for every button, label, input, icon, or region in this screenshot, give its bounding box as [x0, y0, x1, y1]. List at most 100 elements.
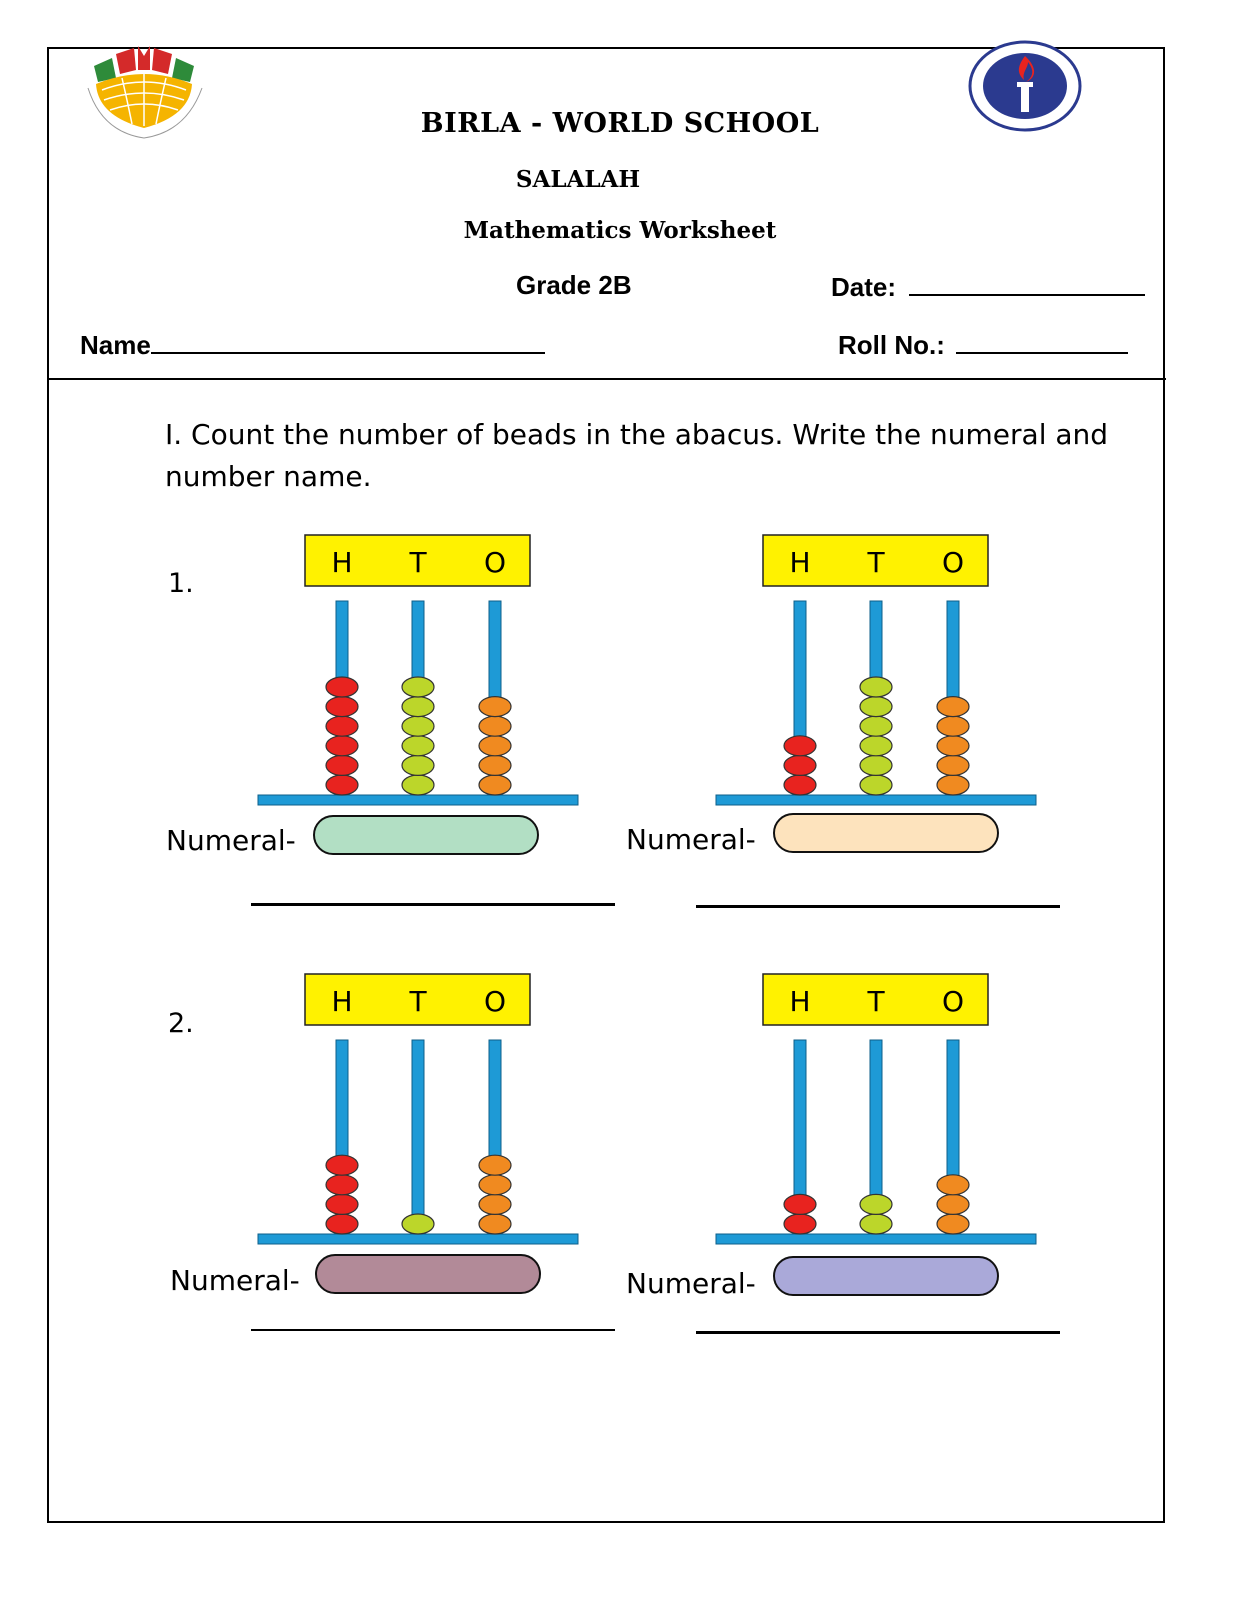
place-label-t-1: T — [408, 546, 427, 579]
tens-bead — [401, 774, 435, 796]
tens-bead — [401, 735, 435, 757]
tens-bead — [401, 1213, 435, 1235]
instruction-text: I. Count the number of beads in the abac… — [165, 418, 1109, 493]
numeral-answer-box-3[interactable] — [315, 1254, 541, 1294]
tens-bead — [859, 676, 893, 698]
number-name-line-3[interactable] — [251, 1329, 615, 1331]
ones-bead — [478, 715, 512, 737]
tens-bead — [859, 695, 893, 718]
ones-bead — [936, 715, 970, 737]
worksheet-title: Mathematics Worksheet — [463, 217, 777, 244]
school-city: SALALAH — [515, 166, 641, 193]
question-number-1: 1. — [168, 568, 194, 599]
hundreds-bead — [325, 774, 359, 796]
hundreds-bead — [783, 1193, 817, 1216]
ones-bead — [478, 1154, 512, 1176]
question-number-2: 2. — [168, 1008, 194, 1039]
grade-label: Grade 2B — [516, 270, 632, 300]
abacus-base-1 — [257, 794, 579, 806]
abacus-base-3 — [257, 1233, 579, 1245]
hundreds-bead — [325, 1174, 359, 1196]
worksheet-border — [47, 47, 1165, 1523]
ones-bead — [936, 754, 970, 777]
tens-bead — [859, 735, 893, 757]
name-field[interactable]: Name — [80, 328, 545, 361]
ones-bead — [936, 1174, 970, 1196]
ones-bead — [936, 1193, 970, 1216]
ones-bead — [478, 774, 512, 796]
place-value-header-1 — [304, 534, 531, 587]
place-value-header-2 — [762, 534, 989, 587]
hundreds-bead — [325, 1213, 359, 1235]
date-label: Date: — [831, 272, 897, 302]
place-label-h-1: H — [331, 546, 352, 579]
place-value-header-4 — [762, 973, 989, 1026]
hundreds-bead — [325, 754, 359, 777]
hundreds-bead — [325, 735, 359, 757]
place-label-h-4: H — [789, 985, 810, 1018]
numeral-answer-box-2[interactable] — [773, 813, 999, 853]
tens-bead — [859, 754, 893, 777]
ones-bead — [478, 1174, 512, 1196]
hundreds-bead — [783, 754, 817, 777]
tens-bead — [859, 1193, 893, 1216]
place-value-header-3 — [304, 973, 531, 1026]
roll-blank[interactable] — [956, 328, 1129, 354]
place-label-o-3: O — [484, 985, 506, 1018]
place-label-o-4: O — [942, 985, 964, 1018]
hundreds-bead — [783, 774, 817, 796]
number-name-line-1[interactable] — [251, 903, 615, 906]
school-logo-left — [87, 46, 203, 139]
place-label-h-2: H — [789, 546, 810, 579]
abacus-base-2 — [715, 794, 1037, 806]
tens-bead — [401, 754, 435, 777]
place-label-h-3: H — [331, 985, 352, 1018]
ones-bead — [936, 735, 970, 757]
ones-bead — [478, 1193, 512, 1216]
roll-label: Roll No.: — [838, 330, 945, 360]
header-divider — [48, 378, 1166, 380]
place-label-o-1: O — [484, 546, 506, 579]
hundreds-bead — [325, 1193, 359, 1216]
ones-bead — [936, 774, 970, 796]
number-name-line-2[interactable] — [696, 905, 1060, 908]
name-blank[interactable] — [150, 328, 545, 354]
hundreds-bead — [325, 1154, 359, 1176]
numeral-label-2: Numeral- — [626, 823, 756, 856]
numeral-label-1: Numeral- — [166, 824, 296, 857]
ones-bead — [478, 1213, 512, 1235]
ones-bead — [478, 735, 512, 757]
date-field[interactable]: Date: — [831, 270, 1146, 303]
abacus-rod-t-3 — [411, 1039, 425, 1235]
school-logo-right — [968, 40, 1082, 132]
place-label-t-3: T — [408, 985, 427, 1018]
ones-bead — [936, 1213, 970, 1235]
hundreds-bead — [325, 715, 359, 737]
tens-bead — [859, 1213, 893, 1235]
name-label: Name — [80, 330, 151, 360]
tens-bead — [859, 715, 893, 737]
numeral-label-3: Numeral- — [170, 1264, 300, 1297]
hundreds-bead — [783, 1213, 817, 1235]
ones-bead — [936, 695, 970, 718]
numeral-label-4: Numeral- — [626, 1267, 756, 1300]
place-label-o-2: O — [942, 546, 964, 579]
hundreds-bead — [325, 676, 359, 698]
numeral-answer-box-1[interactable] — [313, 815, 539, 855]
tens-bead — [401, 676, 435, 698]
ones-bead — [478, 695, 512, 718]
tens-bead — [401, 715, 435, 737]
place-label-t-4: T — [866, 985, 885, 1018]
numeral-answer-box-4[interactable] — [773, 1256, 999, 1296]
date-blank[interactable] — [909, 270, 1146, 296]
school-name: BIRLA - WORLD SCHOOL — [420, 108, 820, 139]
place-label-t-2: T — [866, 546, 885, 579]
hundreds-bead — [325, 695, 359, 718]
abacus-base-4 — [715, 1233, 1037, 1245]
ones-bead — [478, 754, 512, 777]
number-name-line-4[interactable] — [696, 1331, 1060, 1334]
roll-field[interactable]: Roll No.: — [838, 328, 1129, 361]
tens-bead — [401, 695, 435, 718]
tens-bead — [859, 774, 893, 796]
